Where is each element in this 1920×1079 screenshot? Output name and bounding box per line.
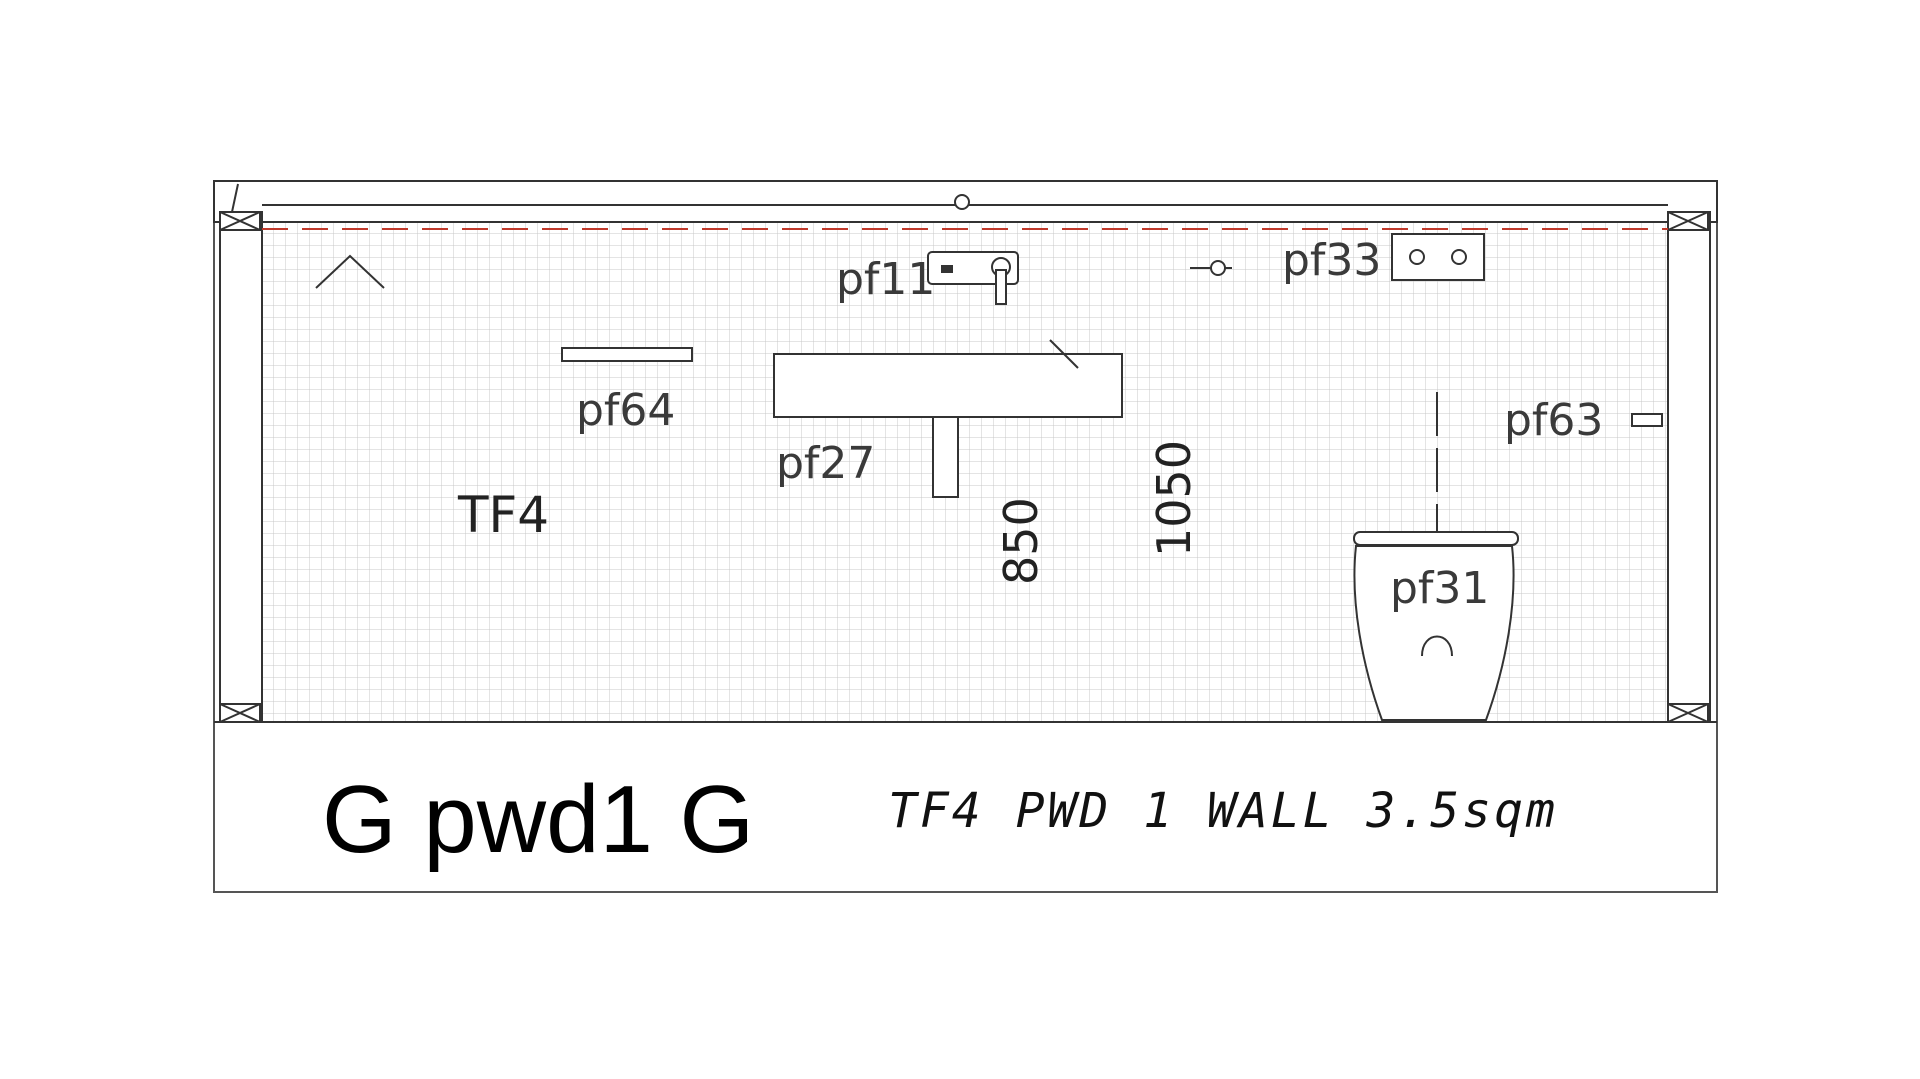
shelf-symbol: [561, 347, 693, 362]
drawing-title: G pwd1 G: [322, 766, 754, 873]
holder-label: pf63: [1504, 395, 1603, 446]
panel-label: TF4: [457, 486, 549, 544]
toilet-symbol: [1353, 392, 1519, 721]
shelf-label: pf64: [576, 385, 675, 436]
basin-height-dimension: 850: [994, 497, 1048, 585]
basin-label: pf27: [776, 438, 875, 489]
ceiling-point-icon: [954, 194, 970, 210]
wall-tap-symbol: [927, 251, 1019, 305]
caret-up-icon: [315, 254, 385, 289]
toilet-label: pf31: [1390, 563, 1489, 614]
basin-symbol: [773, 339, 1123, 498]
flush-button-symbol: [1190, 233, 1485, 281]
drawing-caption: TF4 PWD 1 WALL 3.5sqm: [888, 783, 1558, 839]
button-label: pf33: [1282, 235, 1381, 286]
right-stud: [1667, 211, 1711, 723]
left-stud: [219, 211, 263, 723]
tap-label: pf11: [836, 254, 935, 305]
tap-height-dimension: 1050: [1147, 440, 1201, 557]
holder-symbol: [1631, 413, 1663, 427]
